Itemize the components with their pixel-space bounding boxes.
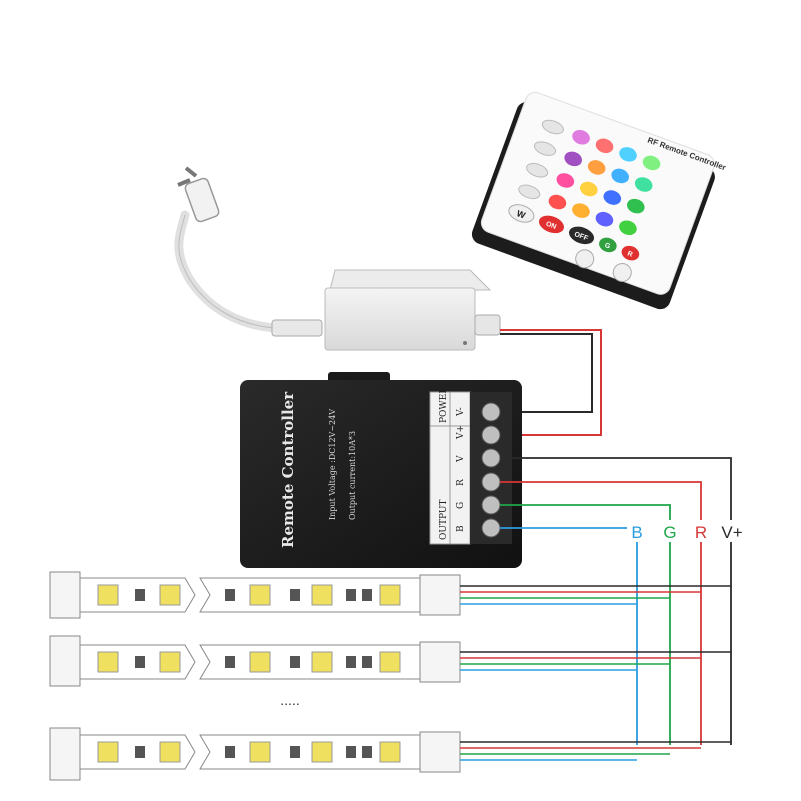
terminal-label-g: G — [456, 502, 466, 509]
w-button[interactable]: W — [515, 208, 527, 220]
r-button[interactable]: R — [626, 250, 633, 258]
wire-label-r: R — [695, 523, 707, 542]
off-button[interactable]: OFF — [573, 231, 589, 243]
wire-label-g: G — [663, 523, 676, 542]
power-supply — [324, 269, 501, 351]
on-button[interactable]: ON — [545, 221, 557, 231]
wire-label-vplus: V+ — [721, 523, 742, 542]
brightness-up-icon[interactable] — [573, 247, 596, 270]
left-buttons[interactable] — [517, 118, 565, 202]
output-current: Output current:10A*3 — [348, 431, 357, 520]
output-wires — [500, 457, 732, 745]
terminal-label-vplus: V+ — [456, 425, 466, 440]
brightness-down-icon[interactable] — [611, 261, 634, 284]
color-buttons[interactable] — [547, 128, 663, 238]
led-strip-row-2 — [49, 635, 731, 687]
wire-label-b: B — [631, 523, 642, 542]
rf-remote: RF Remote Controller — [471, 91, 727, 310]
terminal-label-b: B — [456, 525, 466, 532]
led-strip-row-1 — [49, 571, 731, 619]
output-group-label: OUTPUT — [439, 500, 449, 540]
terminal-label-vminus: V- — [456, 407, 466, 417]
bottom-buttons[interactable]: W ON OFF G R — [499, 201, 642, 284]
terminal-label-r: R — [456, 479, 466, 486]
terminal-screws — [481, 402, 501, 538]
controller-title: Remote Controller — [279, 391, 297, 548]
input-voltage: Input Voltage :DC12V~24V — [328, 409, 337, 520]
power-plug — [174, 166, 323, 337]
psu-output-wires — [500, 329, 602, 436]
g-button[interactable]: G — [604, 242, 612, 251]
more-strips-ellipsis: ..... — [280, 692, 299, 708]
power-group-label: POWER — [439, 387, 449, 423]
remote-controller-box: Remote Controller Input Voltage :DC12V~2… — [240, 372, 522, 568]
led-strip-row-3 — [49, 727, 731, 781]
terminal-label-v: V — [456, 455, 466, 463]
